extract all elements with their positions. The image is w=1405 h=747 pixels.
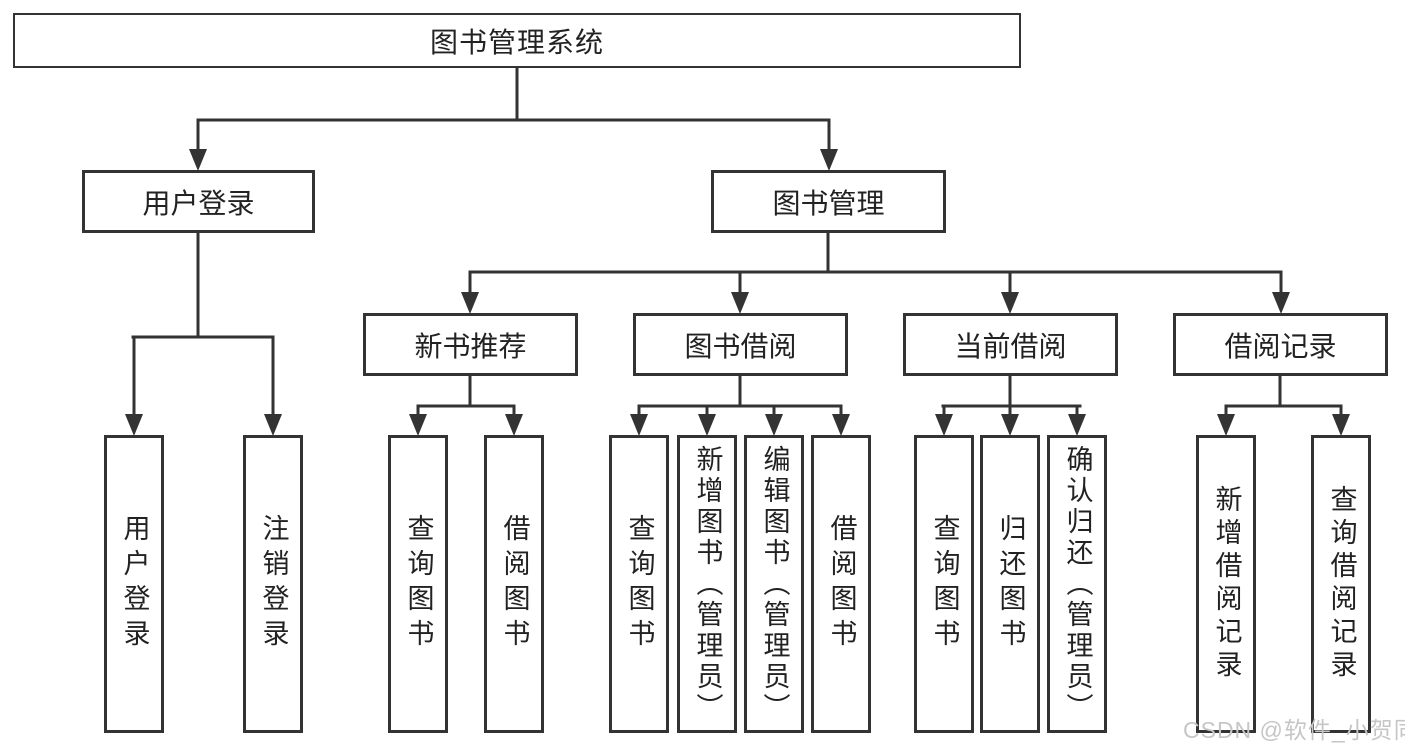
node-book-management: 图书管理 xyxy=(711,170,946,233)
leaf-bb-add-book-admin-label: 新增图书（管理员） xyxy=(692,444,723,724)
node-root: 图书管理系统 xyxy=(13,13,1021,68)
leaf-nb-borrow-books: 借阅图书 xyxy=(484,435,544,733)
leaf-cb-confirm-return-admin-label: 确认归还（管理员） xyxy=(1062,444,1093,724)
arrowheads xyxy=(125,149,1350,436)
leaf-bb-edit-book-admin-label: 编辑图书（管理员） xyxy=(759,444,790,724)
leaf-nb-borrow-books-label: 借阅图书 xyxy=(499,514,530,654)
leaf-user-login: 用户登录 xyxy=(104,435,164,733)
node-user-login: 用户登录 xyxy=(82,170,315,233)
node-book-management-label: 图书管理 xyxy=(772,187,885,219)
leaf-cb-return-books: 归还图书 xyxy=(980,435,1040,733)
leaf-bb-borrow-books: 借阅图书 xyxy=(811,435,871,733)
leaf-br-query-borrow-record: 查询借阅记录 xyxy=(1311,435,1371,733)
leaf-logout: 注销登录 xyxy=(243,435,303,733)
node-user-login-label: 用户登录 xyxy=(142,187,255,219)
leaf-user-login-label: 用户登录 xyxy=(119,514,150,654)
leaf-logout-label: 注销登录 xyxy=(258,514,289,654)
leaf-br-add-borrow-record: 新增借阅记录 xyxy=(1196,435,1256,733)
leaf-nb-query-books: 查询图书 xyxy=(388,435,448,733)
leaf-cb-query-books: 查询图书 xyxy=(914,435,974,733)
leaf-br-add-borrow-record-label: 新增借阅记录 xyxy=(1211,485,1242,683)
leaf-br-query-borrow-record-label: 查询借阅记录 xyxy=(1326,485,1357,683)
node-root-label: 图书管理系统 xyxy=(429,26,604,58)
leaf-bb-edit-book-admin: 编辑图书（管理员） xyxy=(744,435,804,733)
connector-paths xyxy=(131,68,1343,416)
node-book-borrowing: 图书借阅 xyxy=(633,313,848,376)
leaf-cb-query-books-label: 查询图书 xyxy=(929,514,960,654)
leaf-bb-query-books-label: 查询图书 xyxy=(624,514,655,654)
watermark-text: CSDN @软件_小贺同学 xyxy=(1183,717,1405,743)
leaf-cb-confirm-return-admin: 确认归还（管理员） xyxy=(1047,435,1107,733)
node-new-book-recommendation: 新书推荐 xyxy=(363,313,578,376)
leaf-bb-query-books: 查询图书 xyxy=(609,435,669,733)
node-borrowing-records: 借阅记录 xyxy=(1173,313,1388,376)
node-book-borrowing-label: 图书借阅 xyxy=(684,330,797,362)
leaf-bb-borrow-books-label: 借阅图书 xyxy=(826,514,857,654)
leaf-nb-query-books-label: 查询图书 xyxy=(403,514,434,654)
leaf-cb-return-books-label: 归还图书 xyxy=(995,514,1026,654)
leaf-bb-add-book-admin: 新增图书（管理员） xyxy=(677,435,737,733)
node-new-book-recommendation-label: 新书推荐 xyxy=(414,330,527,362)
node-current-borrowing: 当前借阅 xyxy=(903,313,1118,376)
node-borrowing-records-label: 借阅记录 xyxy=(1224,330,1337,362)
node-current-borrowing-label: 当前借阅 xyxy=(954,330,1067,362)
